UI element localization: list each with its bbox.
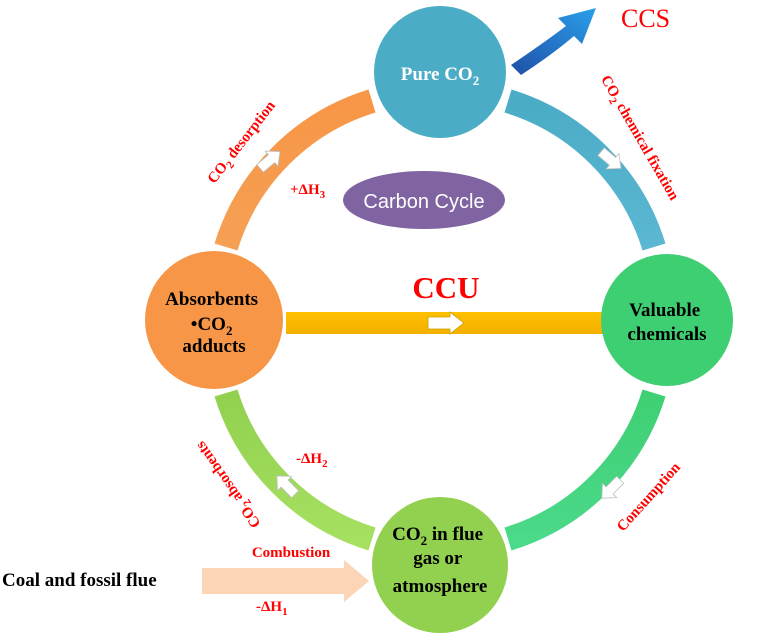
source-label: Coal and fossil flue bbox=[2, 570, 157, 591]
carbon-cycle-label: Carbon Cycle bbox=[363, 191, 484, 213]
enthalpy-h3: +ΔH3 bbox=[290, 182, 326, 201]
enthalpy-h1: -ΔH1 bbox=[256, 599, 288, 618]
absorbents-co: •CO bbox=[191, 314, 226, 335]
flue-co: CO bbox=[392, 524, 421, 545]
svg-text:Valuable chemicals: Valuable chemicals bbox=[627, 300, 706, 345]
ring-arc-desorption bbox=[214, 89, 376, 251]
arrow-icon-absorbents bbox=[276, 475, 300, 499]
flue-line2: gas or bbox=[413, 548, 463, 569]
node-absorbents: Absorbents •CO2 adducts bbox=[145, 251, 283, 389]
arrow-icon-desorption bbox=[256, 150, 281, 173]
arrow-icon-consumption bbox=[601, 475, 625, 499]
combustion-label: Combustion bbox=[252, 545, 331, 561]
svg-text:Pure CO2: Pure CO2 bbox=[401, 64, 479, 88]
valuable-line2: chemicals bbox=[627, 324, 706, 345]
arrow-icon-chem-fix bbox=[597, 147, 622, 170]
pure-co2-sub: 2 bbox=[473, 73, 480, 88]
absorbents-line1: Absorbents bbox=[165, 289, 258, 310]
flue-rest: in flue bbox=[427, 524, 483, 545]
flue-sub: 2 bbox=[421, 533, 428, 548]
flue-line3: atmosphere bbox=[393, 576, 488, 597]
absorbents-sub: 2 bbox=[226, 323, 233, 338]
valuable-line1: Valuable bbox=[629, 300, 700, 321]
node-co2-flue: CO2 in flue gas or atmosphere bbox=[372, 497, 508, 633]
carbon-cycle-ellipse bbox=[343, 171, 505, 229]
node-valuable-chemicals: Valuable chemicals bbox=[601, 254, 733, 386]
svg-text:Absorbents •CO2 ad: Absorbents •CO2 adducts bbox=[165, 289, 263, 357]
enthalpy-h2: -ΔH2 bbox=[296, 451, 328, 470]
ring-arc-consumption bbox=[504, 389, 666, 551]
ccu-label: CCU bbox=[412, 270, 479, 305]
ccs-arrow-icon bbox=[511, 8, 596, 75]
source-arrow-icon bbox=[202, 560, 369, 602]
pure-co2-label: Pure CO bbox=[401, 64, 473, 85]
absorbents-line3: adducts bbox=[182, 336, 245, 357]
ccs-label: CCS bbox=[621, 4, 670, 33]
svg-text:CO2 in flue gas or: CO2 in flue gas or atmosphere bbox=[392, 524, 488, 597]
node-pure-co2: Pure CO2 bbox=[374, 6, 506, 138]
ccu-arrow-icon bbox=[427, 311, 465, 335]
